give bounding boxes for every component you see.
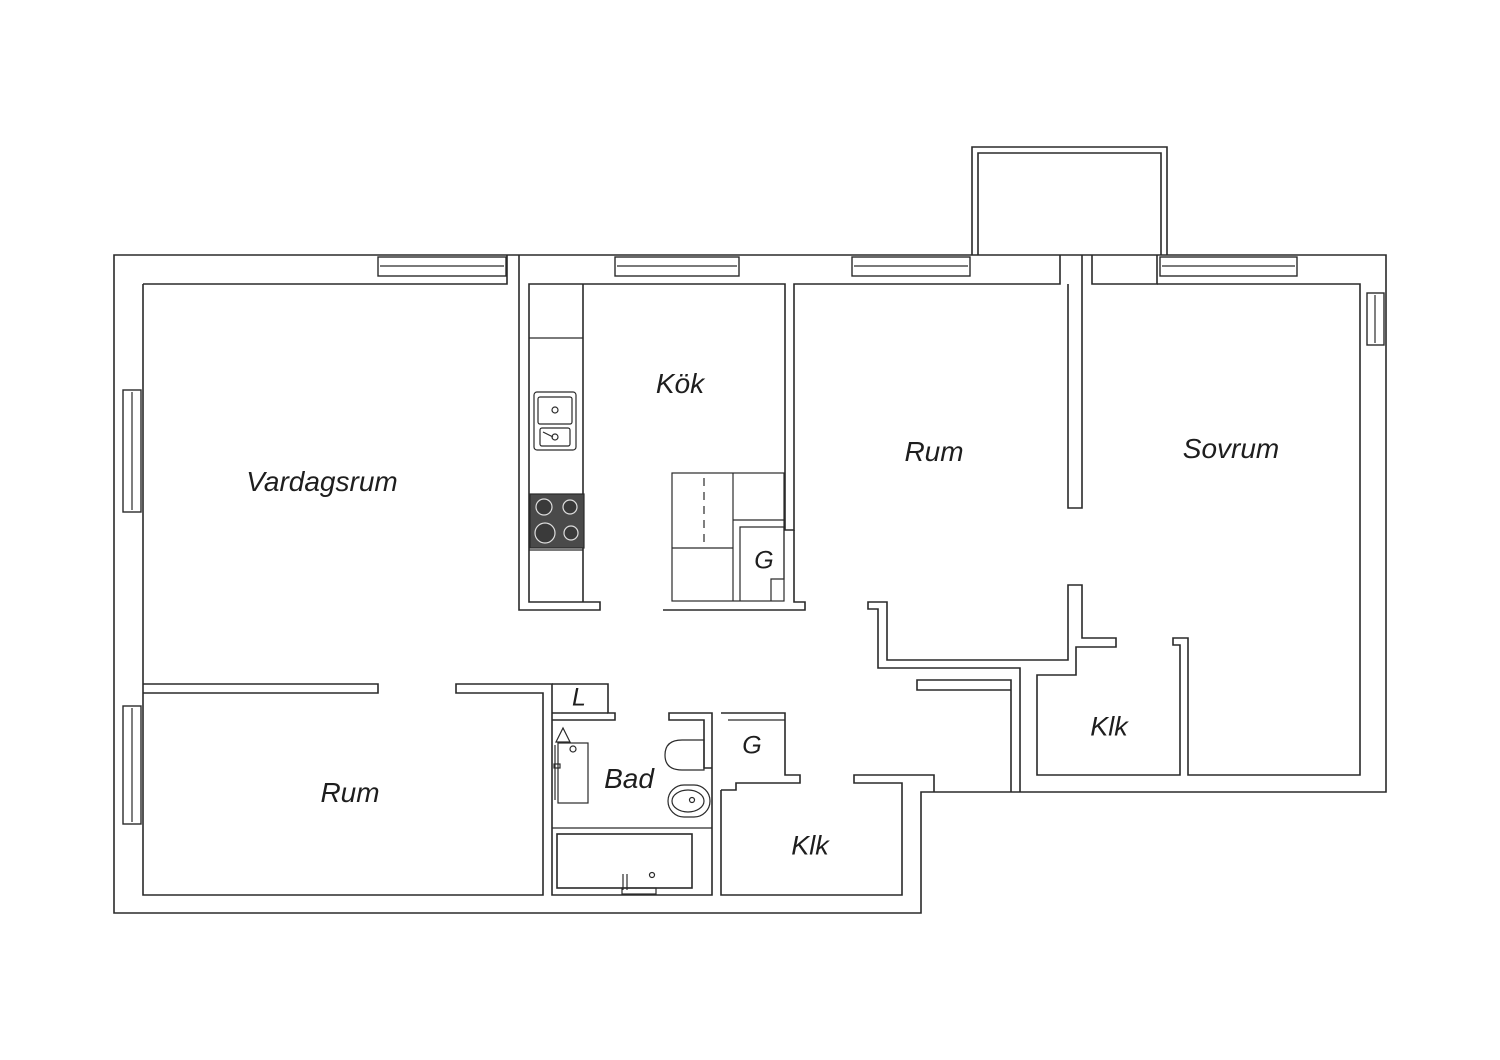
room-label-closet-right: Klk (1090, 711, 1128, 742)
room-label-kitchen: Kök (655, 368, 705, 399)
hall-closets-walls (720, 712, 935, 896)
room-label-room-middle: Rum (904, 436, 964, 467)
living-room-walls (143, 255, 601, 694)
room-label-wardrobe-hall: G (742, 731, 762, 760)
stove-icon (529, 493, 585, 549)
windows (122, 256, 1385, 825)
kitchen-walls (529, 255, 1061, 611)
room-label-bathroom: Bad (604, 763, 654, 794)
room-label-closet-hall: Klk (791, 830, 829, 861)
inner-wall-outline (142, 284, 713, 896)
bathroom-sink-icon (553, 726, 589, 804)
balcony (971, 146, 1168, 255)
room-label-wardrobe-kitchen: G (754, 546, 774, 575)
room-label-linen: L (572, 683, 586, 712)
bathroom-walls (552, 683, 712, 895)
room-label-living: Vardagsrum (246, 466, 398, 497)
room-label-room-lower: Rum (320, 777, 380, 808)
room-label-bedroom: Sovrum (1182, 433, 1280, 464)
toilet-icon (664, 739, 711, 818)
kitchen-sink-icon (533, 391, 577, 451)
outer-wall (113, 254, 1387, 914)
middle-room-walls (867, 255, 1361, 792)
